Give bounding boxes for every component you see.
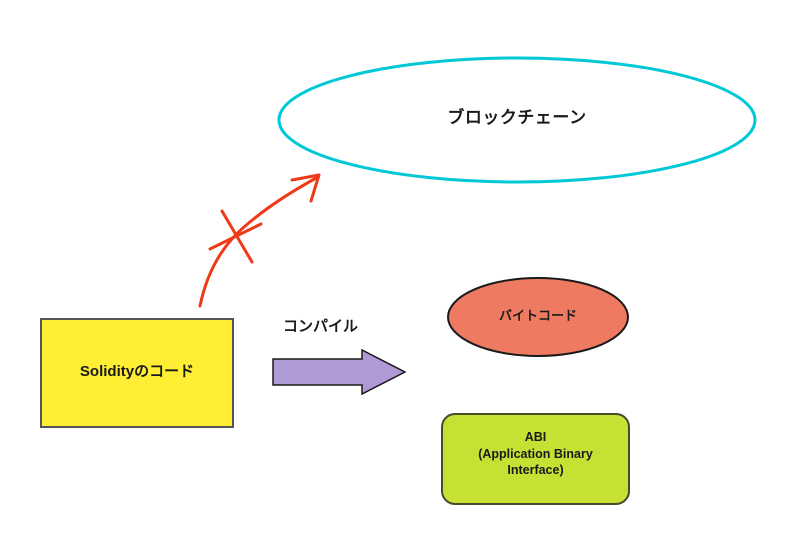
compile-block-arrow[interactable] (272, 348, 407, 396)
blockchain-ellipse[interactable] (277, 56, 757, 184)
abi-box[interactable] (441, 413, 630, 505)
bytecode-ellipse[interactable] (447, 277, 629, 357)
solidity-code-box[interactable] (40, 318, 234, 428)
blocked-deploy-arrow (198, 173, 321, 308)
blocked-deploy-arrow-shaft (198, 175, 320, 308)
x-mark-icon (208, 209, 263, 264)
blocked-deploy-arrowhead (290, 173, 321, 203)
